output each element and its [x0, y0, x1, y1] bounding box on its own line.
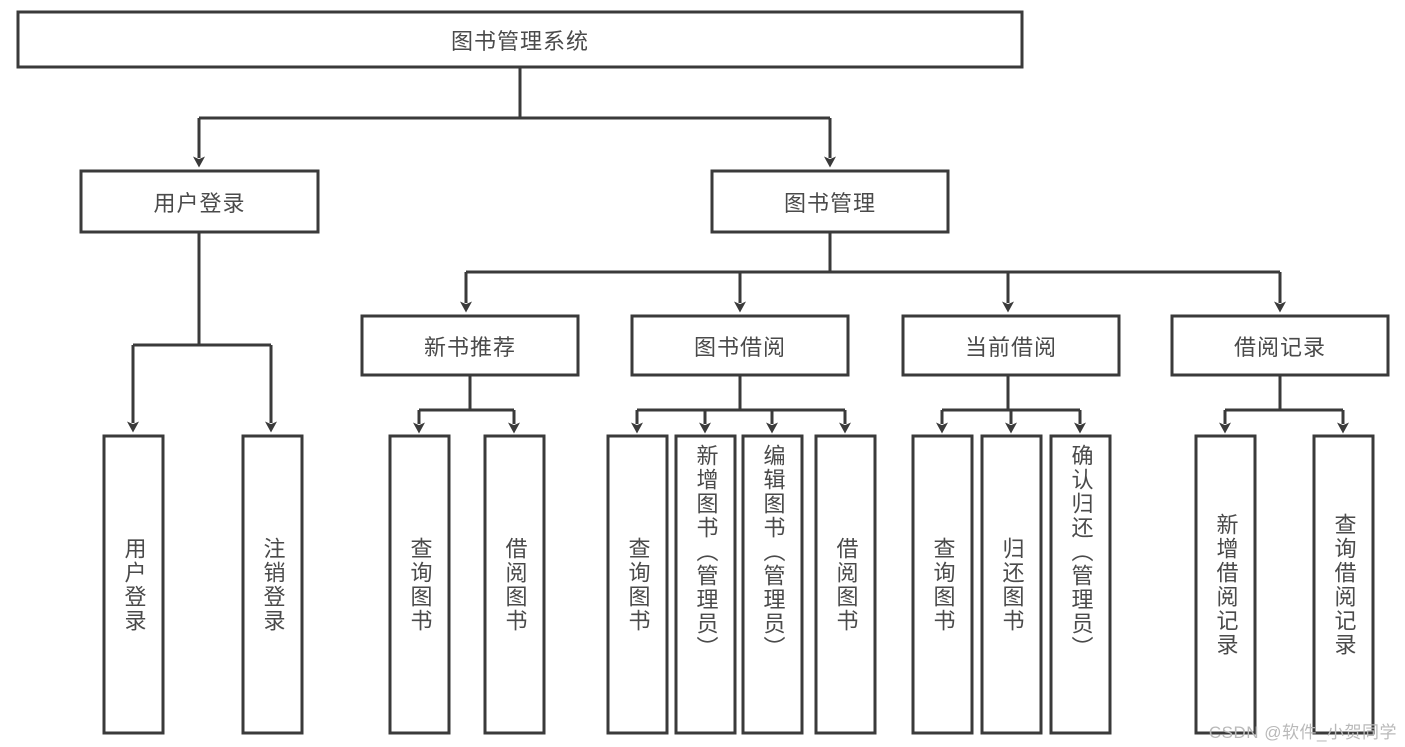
edge-group-current [936, 375, 1086, 434]
edge-group-new-books [413, 375, 520, 434]
node-current-borrow[interactable] [901, 314, 1121, 377]
leaf-user-login-0[interactable] [102, 434, 165, 735]
node-root[interactable] [16, 10, 1024, 69]
leaf-borrow-3[interactable] [814, 434, 877, 735]
leaf-new-books-0[interactable] [388, 434, 451, 735]
edge-group-book-manage [460, 232, 1286, 313]
leaf-current-2[interactable] [1049, 434, 1112, 735]
watermark-text: CSDN @软件_小贺同学 [1208, 723, 1397, 742]
edge-group-root [193, 67, 836, 168]
leaf-current-0[interactable] [911, 434, 974, 735]
leaf-records-1[interactable] [1312, 434, 1375, 735]
node-user-login[interactable] [79, 169, 320, 234]
leaf-new-books-1[interactable] [483, 434, 546, 735]
node-book-management[interactable] [710, 169, 950, 234]
edge-group-records [1219, 375, 1349, 434]
edge-group-user-login [127, 232, 277, 433]
edge-group-borrow [631, 375, 851, 434]
node-book-borrow[interactable] [630, 314, 850, 377]
leaf-records-0[interactable] [1194, 434, 1257, 735]
node-borrow-records[interactable] [1170, 314, 1390, 377]
leaf-borrow-1[interactable] [674, 434, 737, 735]
leaf-borrow-0[interactable] [606, 434, 669, 735]
leaf-user-login-1[interactable] [241, 434, 304, 735]
leaf-borrow-2[interactable] [741, 434, 804, 735]
node-new-book-recommend[interactable] [360, 314, 580, 377]
leaf-current-1[interactable] [980, 434, 1043, 735]
